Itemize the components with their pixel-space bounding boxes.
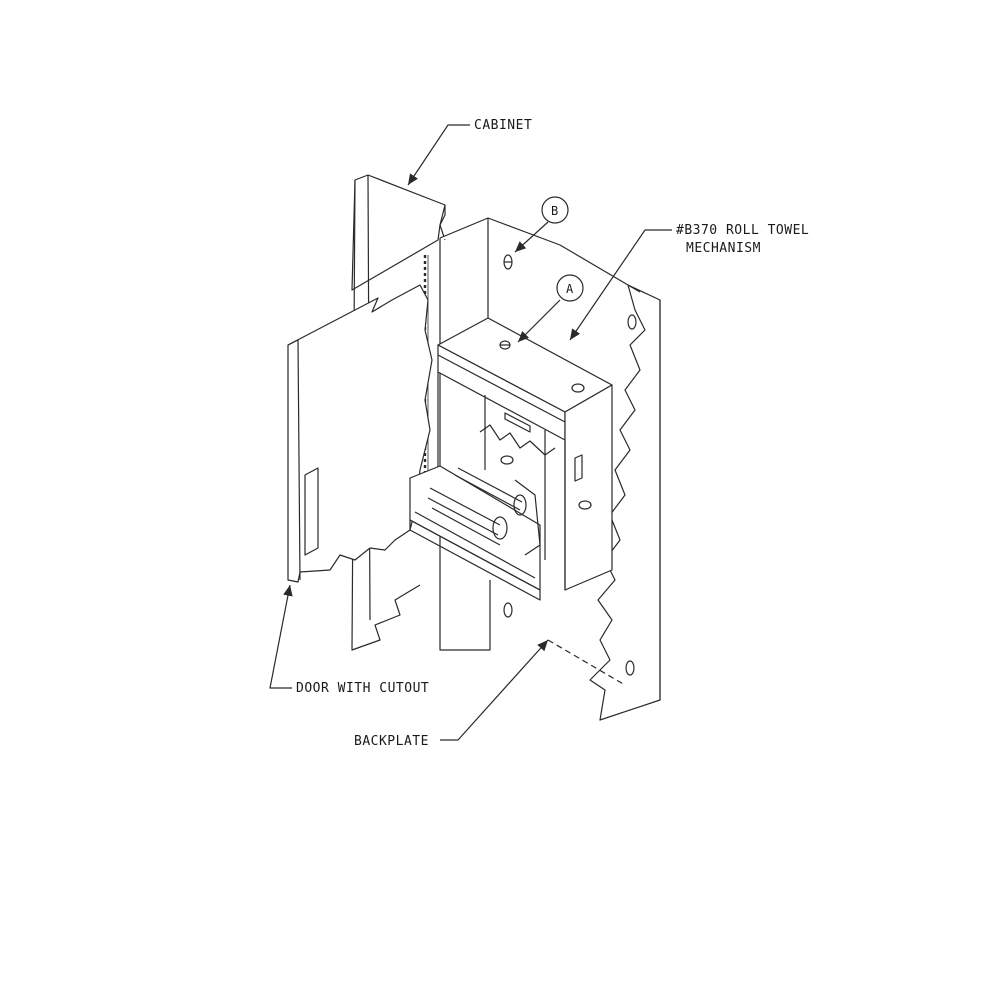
door-label: DOOR WITH CUTOUT — [296, 681, 429, 696]
screw-bottom-left — [503, 602, 513, 618]
cabinet-label: CABINET — [474, 118, 532, 133]
fasteners — [499, 254, 637, 676]
mechanism-label-line2: MECHANISM — [686, 241, 761, 256]
leader-lines — [269, 124, 672, 741]
screw-right-top — [627, 314, 637, 330]
mechanism-label-line1: #B370 ROLL TOWEL — [676, 223, 809, 238]
screw-bottom-right — [625, 660, 635, 676]
callout-a-circle — [556, 274, 584, 302]
cabinet-leader — [407, 124, 470, 186]
callout-a-leader — [517, 299, 561, 343]
backplate-label: BACKPLATE — [354, 734, 429, 749]
door-with-cutout-panel — [287, 284, 433, 583]
screw-b — [503, 254, 513, 270]
callout-b-leader — [514, 221, 549, 253]
callout-a-text: A — [566, 282, 574, 296]
screw-front — [500, 455, 514, 465]
callout-b-circle — [541, 196, 569, 224]
screw-a — [499, 340, 511, 350]
screw-box-side-2 — [578, 500, 592, 510]
backplate-leader — [440, 639, 549, 741]
callout-b-text: B — [551, 204, 558, 218]
door-cutout — [304, 467, 319, 556]
roll-towel-mechanism — [409, 317, 613, 601]
door-leader — [269, 584, 293, 689]
cabinet-back-wall — [439, 217, 661, 721]
screw-box-side-1 — [571, 383, 585, 393]
mechanism-leader — [569, 229, 672, 341]
